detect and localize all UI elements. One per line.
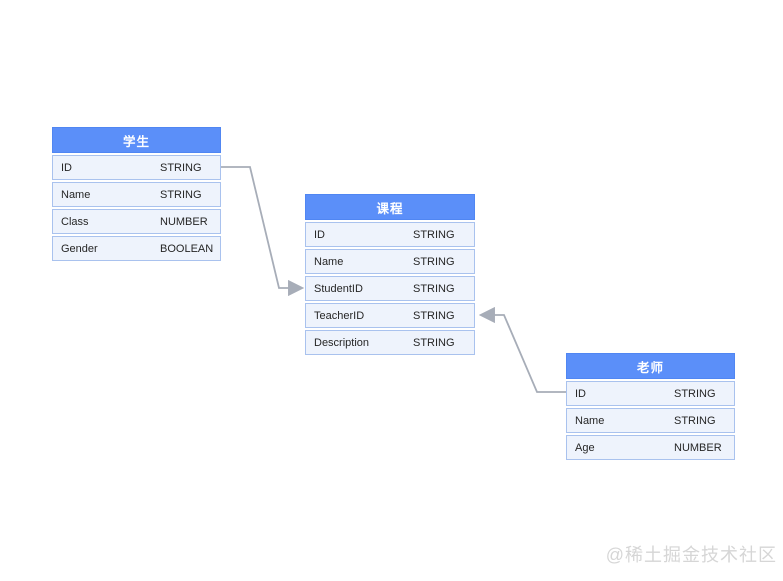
field-type: NUMBER [674, 441, 722, 454]
field-name: Name [575, 414, 605, 427]
field-row[interactable]: Name STRING [566, 408, 735, 433]
field-type: NUMBER [160, 215, 208, 228]
field-name: StudentID [314, 282, 363, 295]
field-name: Gender [61, 242, 98, 255]
field-type: STRING [413, 255, 455, 268]
field-type: STRING [413, 282, 455, 295]
field-type: STRING [413, 309, 455, 322]
field-row[interactable]: ID STRING [52, 155, 221, 180]
field-row[interactable]: ID STRING [566, 381, 735, 406]
field-name: ID [61, 161, 72, 174]
field-row[interactable]: Description STRING [305, 330, 475, 355]
field-name: TeacherID [314, 309, 365, 322]
field-row[interactable]: Age NUMBER [566, 435, 735, 460]
field-name: ID [314, 228, 325, 241]
field-row[interactable]: StudentID STRING [305, 276, 475, 301]
entity-title-course[interactable]: 课程 [305, 194, 475, 220]
entity-title-teacher[interactable]: 老师 [566, 353, 735, 379]
entity-table-course[interactable]: 课程 ID STRING Name STRING StudentID STRIN… [305, 194, 475, 355]
field-row[interactable]: Name STRING [52, 182, 221, 207]
field-type: STRING [160, 188, 202, 201]
field-row[interactable]: TeacherID STRING [305, 303, 475, 328]
entity-table-student[interactable]: 学生 ID STRING Name STRING Class NUMBER Ge… [52, 127, 221, 261]
field-row[interactable]: Name STRING [305, 249, 475, 274]
field-type: STRING [674, 387, 716, 400]
field-row[interactable]: ID STRING [305, 222, 475, 247]
field-name: ID [575, 387, 586, 400]
field-row[interactable]: Gender BOOLEAN [52, 236, 221, 261]
field-type: STRING [160, 161, 202, 174]
field-type: STRING [674, 414, 716, 427]
field-type: BOOLEAN [160, 242, 214, 255]
field-name: Age [575, 441, 595, 454]
field-name: Name [61, 188, 91, 201]
field-type: STRING [413, 336, 455, 349]
entity-title-student[interactable]: 学生 [52, 127, 221, 153]
entity-table-teacher[interactable]: 老师 ID STRING Name STRING Age NUMBER [566, 353, 735, 460]
edge-teacher-to-course[interactable] [478, 306, 566, 393]
field-name: Description [314, 336, 370, 349]
field-name: Class [61, 215, 89, 228]
field-row[interactable]: Class NUMBER [52, 209, 221, 234]
field-type: STRING [413, 228, 455, 241]
edge-student-to-course[interactable] [221, 166, 305, 297]
field-name: Name [314, 255, 344, 268]
watermark: @稀土掘金技术社区 [605, 545, 777, 565]
